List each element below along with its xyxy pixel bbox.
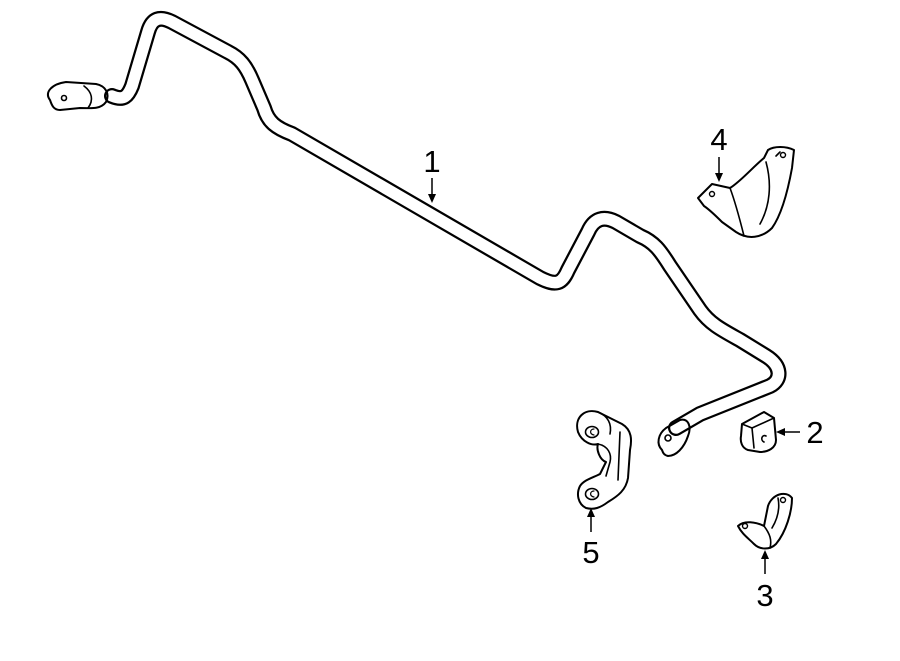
bracket <box>697 146 795 238</box>
callout-number-3: 3 <box>756 578 773 613</box>
stabilizer-link <box>576 410 632 510</box>
stabilizer-bar <box>47 10 787 457</box>
callout-number-4: 4 <box>710 122 727 157</box>
callout-arrow-4 <box>715 157 723 182</box>
callout-arrow-2 <box>776 428 800 436</box>
callout-number-2: 2 <box>806 415 823 450</box>
bushing <box>739 411 777 453</box>
callout-number-5: 5 <box>582 535 599 570</box>
callout-arrow-3 <box>761 550 769 574</box>
callout-arrow-1 <box>428 178 436 203</box>
bushing-clamp <box>737 492 793 550</box>
callout-arrow-5 <box>587 508 595 532</box>
callout-number-1: 1 <box>423 144 440 179</box>
